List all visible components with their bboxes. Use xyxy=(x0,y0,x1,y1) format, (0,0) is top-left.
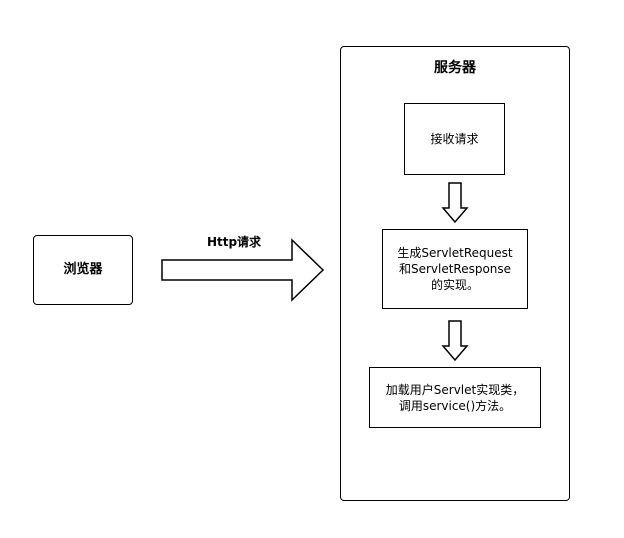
down-arrow-1 xyxy=(441,182,469,224)
server-title: 服务器 xyxy=(434,60,476,76)
step-2-line-1: 生成ServletRequest xyxy=(397,246,513,260)
step-1-line-1: 接收请求 xyxy=(430,132,479,146)
step-create-request-response xyxy=(382,229,528,309)
step-receive-request xyxy=(404,103,505,175)
http-request-label: Http请求 xyxy=(206,235,262,249)
step-3-line-1: 加载用户Servlet实现类， xyxy=(385,382,525,397)
browser-node xyxy=(33,235,133,305)
browser-label: 浏览器 xyxy=(63,262,103,277)
step-2-line-3: 的实现。 xyxy=(430,278,479,292)
step-load-servlet xyxy=(369,367,541,428)
step-receive-request-text: 接收请求 xyxy=(404,103,505,175)
step-create-request-response-text: 生成ServletRequest 和ServletResponse 的实现。 xyxy=(382,229,528,309)
step-load-servlet-text: 加载用户Servlet实现类， 调用service()方法。 xyxy=(369,367,541,428)
step-2-line-2: 和ServletResponse xyxy=(398,262,512,276)
down-arrow-2 xyxy=(441,320,469,362)
http-request-arrow xyxy=(161,238,325,302)
step-3-line-2: 调用service()方法。 xyxy=(398,398,512,413)
